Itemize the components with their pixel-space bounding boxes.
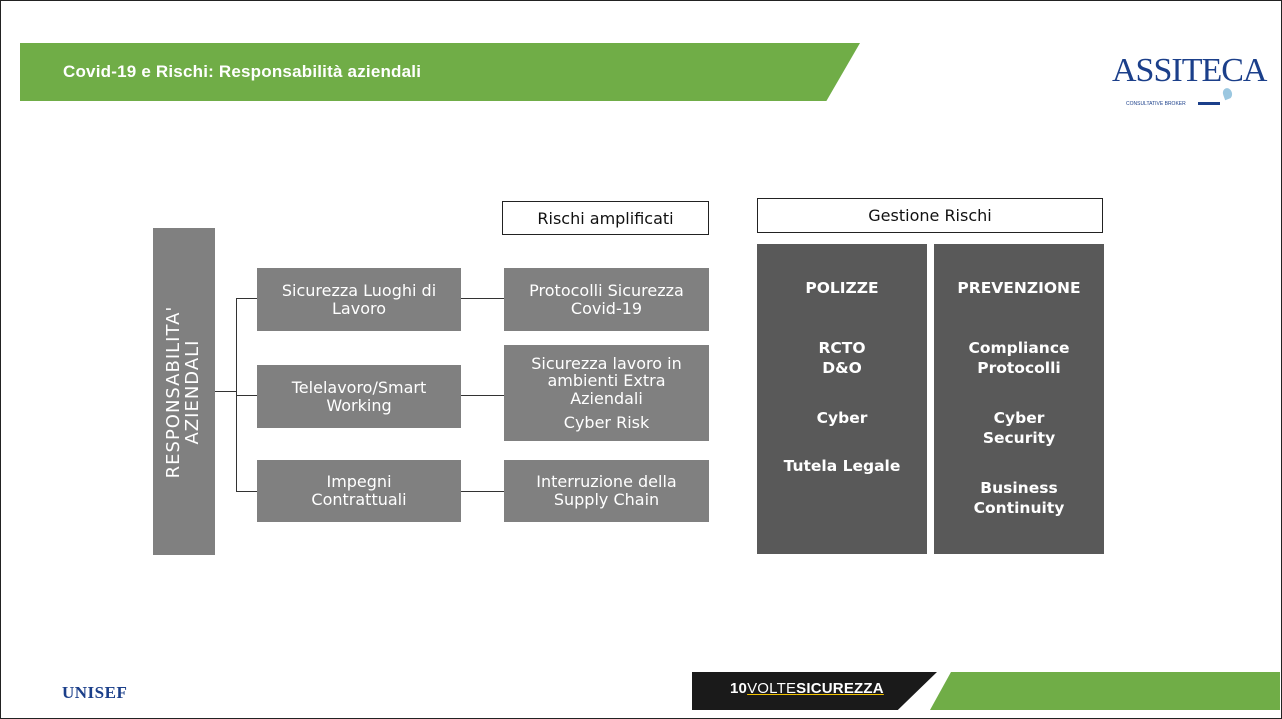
rischi-box-line: Aziendali (570, 389, 643, 408)
connector-row2 (236, 395, 257, 396)
rischi-amplificati-header: Rischi amplificati (502, 201, 709, 235)
prevenzione-item: Cyber Security (982, 409, 1056, 448)
resp-box-line: Impegni (326, 472, 392, 492)
footer-dark-banner (692, 672, 937, 710)
prevenzione-title: PREVENZIONE (957, 279, 1081, 297)
resp-box-telelavoro: Telelavoro/Smart Working (257, 365, 461, 428)
rischi-box-line: Protocolli Sicurezza (529, 280, 684, 300)
assiteca-logo: ASSITECA CONSULTATIVE BROKER (1112, 52, 1267, 118)
slide-title: Covid-19 e Rischi: Responsabilità aziend… (63, 62, 422, 81)
assiteca-logo-text: ASSITECA (1112, 52, 1267, 89)
rischi-box-line: Cyber Risk (563, 412, 650, 432)
rischi-box-protocolli: Protocolli Sicurezza Covid-19 (504, 268, 709, 331)
responsabilita-aziendali-bar: RESPONSABILITA' AZIENDALI (153, 228, 215, 555)
connector-vertical (236, 298, 237, 491)
resp-box-line: Working (326, 395, 392, 415)
brand-sicurezza: SICUREZZA (796, 680, 884, 697)
rischi-box-line: Interruzione della (536, 472, 677, 492)
resp-box-line: Contrattuali (311, 490, 407, 509)
resp-box-line: Sicurezza Luoghi di (281, 280, 437, 300)
logo-dash (1198, 102, 1220, 105)
polizze-column: POLIZZE RCTO D&O Cyber Tutela Legale (757, 244, 927, 554)
connector-rischi1 (461, 298, 504, 299)
connector-row3 (236, 491, 257, 492)
prevenzione-column: PREVENZIONE Compliance Protocolli Cyber … (934, 244, 1104, 554)
footer-green-banner (930, 672, 1280, 710)
connector-bar-stub (215, 391, 236, 392)
resp-box-impegni: Impegni Contrattuali (257, 460, 461, 522)
assiteca-logo-tagline: CONSULTATIVE BROKER (1126, 101, 1186, 107)
rischi-box-line: Covid-19 (570, 298, 643, 318)
connector-rischi2 (461, 395, 504, 396)
polizze-item: Cyber (816, 409, 868, 427)
polizze-item: RCTO D&O (818, 339, 866, 378)
prevenzione-item: Business Continuity (973, 479, 1065, 518)
unisef-logo: UNISEF (62, 683, 128, 702)
connector-rischi3 (461, 491, 504, 492)
rischi-box-supply-chain: Interruzione della Supply Chain (504, 460, 709, 522)
connector-row1 (236, 298, 257, 299)
rischi-box-sicurezza-extra: Sicurezza lavoro in ambienti Extra Azien… (504, 345, 709, 441)
brand-volte: VOLTE (747, 680, 797, 697)
title-banner (20, 43, 860, 101)
main-label-line2: AZIENDALI (182, 339, 203, 445)
resp-box-line: Lavoro (332, 298, 386, 318)
resp-box-line: Telelavoro/Smart (291, 377, 427, 397)
footer-brand: 10VOLTESICUREZZA (730, 680, 884, 697)
prevenzione-item: Compliance Protocolli (968, 339, 1070, 378)
rischi-box-line: ambienti Extra (547, 371, 666, 391)
rischi-box-line: Supply Chain (553, 490, 660, 509)
rischi-box-line: Sicurezza lavoro in (531, 353, 682, 373)
polizze-item: Tutela Legale (783, 457, 901, 475)
resp-box-sicurezza-luoghi: Sicurezza Luoghi di Lavoro (257, 268, 461, 331)
gestione-rischi-header: Gestione Rischi (757, 198, 1103, 233)
responsabilita-aziendali-label: RESPONSABILITA' AZIENDALI (163, 305, 203, 478)
brand-number: 10 (730, 680, 748, 697)
polizze-title: POLIZZE (805, 279, 879, 297)
